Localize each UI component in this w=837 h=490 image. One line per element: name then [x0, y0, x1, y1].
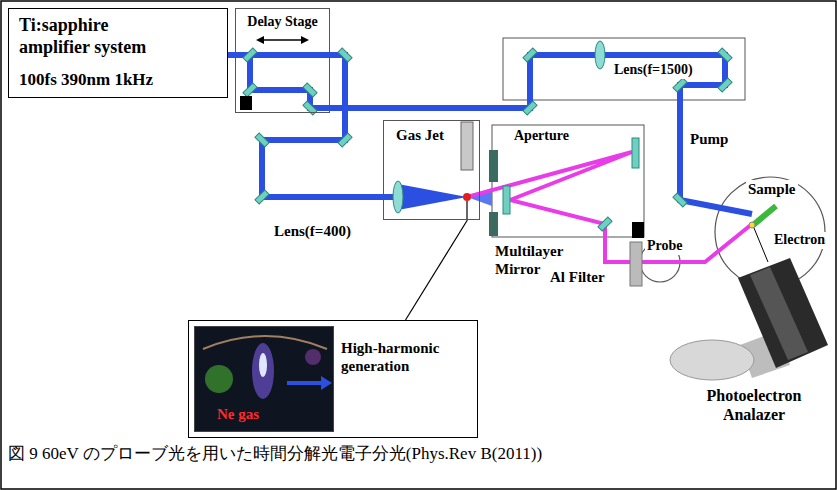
- part-label: Photoelectron Analazer: [682, 386, 826, 424]
- setup-box: Gas Jet: [383, 120, 480, 220]
- leader-connector: [406, 220, 468, 320]
- box-title: Gas Jet: [396, 126, 466, 144]
- figure-caption: 図 9 60eV のプローブ光を用いた時間分解光電子分光(Phys.Rev B(…: [8, 443, 823, 464]
- photo-box: Ne gas: [194, 326, 334, 432]
- part-label: Probe: [645, 238, 685, 255]
- box-title: Ti:sapphire amplifier system: [19, 15, 169, 58]
- hhg-photo: [195, 327, 334, 432]
- setup-box: Delay Stage: [235, 8, 330, 113]
- box-detail: 100fs 390nm 1kHz: [19, 70, 217, 90]
- part-label: Lens(f=1500): [612, 62, 695, 79]
- setup-box: High-harmonic generation Ne gas: [188, 320, 478, 438]
- part-label: Lens(f=400): [272, 222, 353, 240]
- part-label: Electron: [772, 232, 827, 249]
- box-title: Ne gas: [217, 405, 333, 423]
- box-title: High-harmonic generation: [341, 339, 471, 375]
- setup-box: Ti:sapphire amplifier system 100fs 390nm …: [8, 8, 228, 98]
- part-label: Sample: [746, 180, 798, 198]
- part-label: Aperture: [512, 128, 571, 145]
- part-label: Pump: [688, 130, 730, 148]
- part-label: Al Filter: [548, 268, 607, 286]
- box-title: Delay Stage: [238, 14, 327, 31]
